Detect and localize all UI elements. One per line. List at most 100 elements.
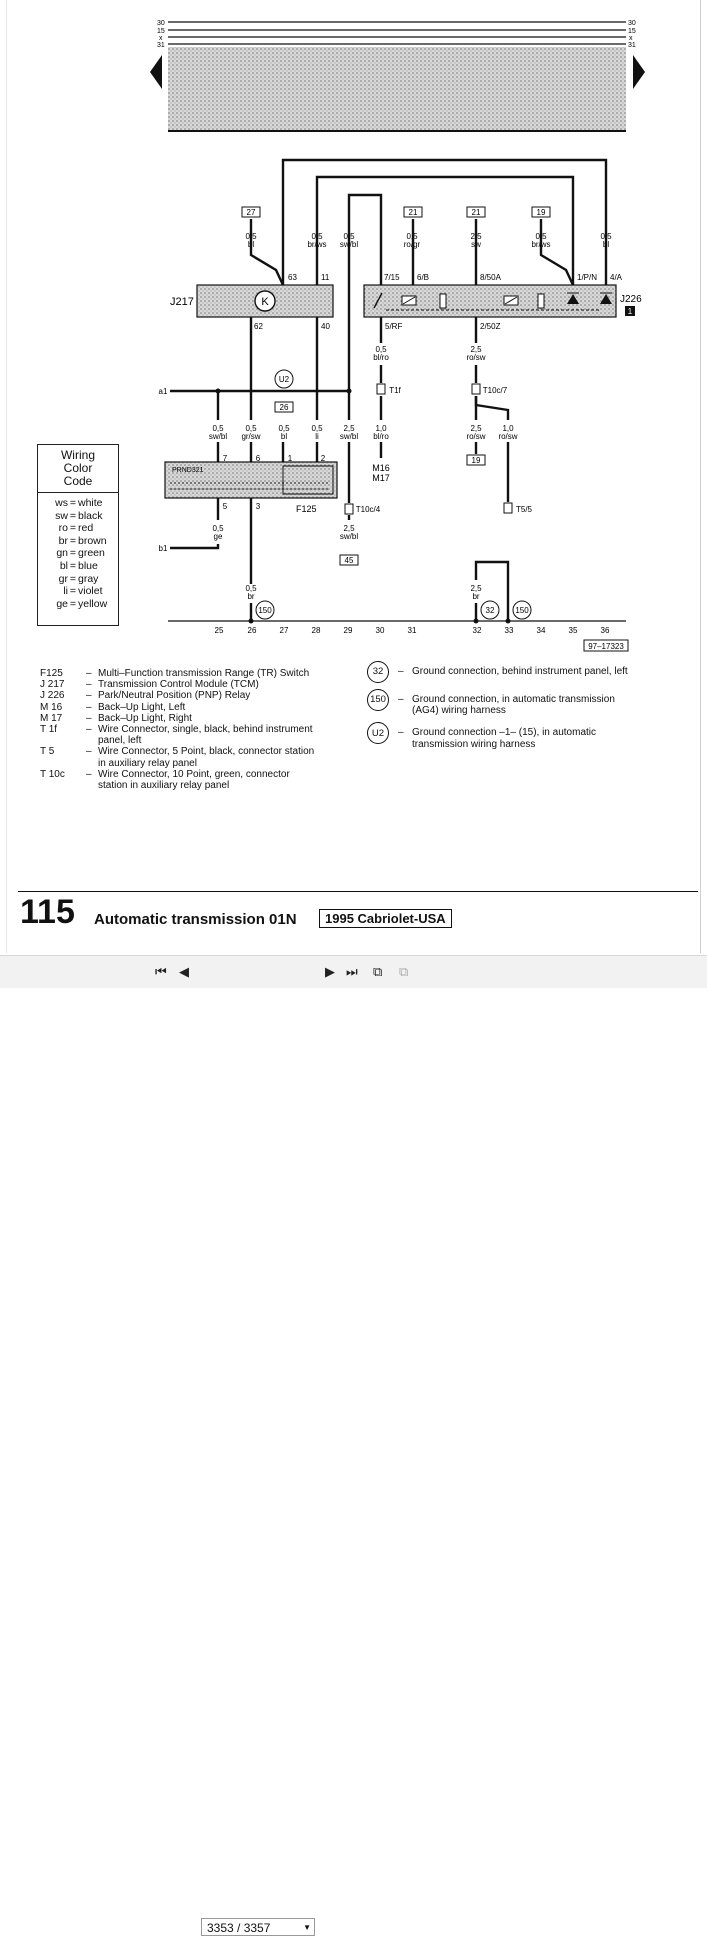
pin-6b: 6/B bbox=[417, 273, 429, 282]
pin-40: 40 bbox=[321, 322, 330, 331]
legend-row: ro=red bbox=[58, 522, 94, 535]
legend-row: br=brown bbox=[58, 534, 107, 547]
bus-label-15-right: 15 bbox=[628, 28, 636, 35]
viewer-toolbar: ⏮ ◀ 3353 / 3357 ▼ ▶ ⏭ ⧉ ⧉ bbox=[0, 955, 707, 1936]
next-page-arrow[interactable] bbox=[633, 55, 645, 89]
component-entry: J 226–Park/Neutral Position (PNP) Relay bbox=[40, 690, 251, 702]
next-page-icon[interactable]: ▶ bbox=[325, 964, 335, 979]
wire-color: ro/sw bbox=[498, 432, 517, 441]
scale-25: 25 bbox=[215, 626, 224, 635]
legend-row: gn=green bbox=[56, 547, 105, 560]
legend-title-line: Color bbox=[63, 461, 93, 475]
previous-page-icon[interactable]: ◀ bbox=[179, 964, 189, 979]
model-badge: 1995 Cabriolet-USA bbox=[319, 909, 452, 928]
wiring-color-legend: Wiring Color Code ws=white sw=black ro=r… bbox=[37, 444, 119, 626]
wire-box-27: 27 bbox=[247, 208, 256, 217]
wire-size: 0,5 bbox=[212, 524, 224, 533]
legend-list: ws=white sw=black ro=red br=brown gn=gre… bbox=[38, 493, 118, 610]
ground-150-symbol: 150 bbox=[258, 606, 272, 615]
bus-label-x-left: x bbox=[159, 35, 163, 42]
connector-t10c7: T10c/7 bbox=[483, 386, 508, 395]
ground-entry: U2–Ground connection –1– (15), in automa… bbox=[367, 722, 642, 750]
component-entry: F125–Multi–Function transmission Range (… bbox=[40, 668, 310, 679]
pin-62: 62 bbox=[254, 322, 263, 331]
wire-color: sw/bl bbox=[209, 432, 227, 441]
wire-box-19b: 19 bbox=[472, 456, 481, 465]
wire-size: 2,5 bbox=[470, 584, 482, 593]
component-entry: J 217–Transmission Control Module (TCM) bbox=[40, 679, 259, 691]
scale-28: 28 bbox=[312, 626, 321, 635]
component-entry: T 10c–Wire Connector, 10 Point, green, c… bbox=[40, 768, 290, 792]
chevron-down-icon[interactable]: ▼ bbox=[303, 1923, 311, 1932]
wire-color: li bbox=[315, 432, 319, 441]
wire-color: ge bbox=[214, 532, 223, 541]
legend-title-line: Code bbox=[63, 474, 93, 488]
ground-u2-symbol: U2 bbox=[279, 375, 290, 384]
tcm-symbol: K bbox=[261, 296, 269, 308]
page-frame bbox=[6, 0, 701, 953]
legend-row: ge=yellow bbox=[56, 597, 108, 610]
pin-5: 5 bbox=[223, 502, 228, 511]
bus-label-x-right: x bbox=[629, 35, 633, 42]
wire-size: 0,5 bbox=[375, 345, 387, 354]
wire-color: ro/sw bbox=[466, 353, 485, 362]
f125-label: F125 bbox=[296, 504, 317, 514]
j226-label: J226 bbox=[620, 294, 642, 305]
pin-7: 7 bbox=[223, 454, 228, 463]
j226-badge: 1 bbox=[628, 307, 633, 316]
legend-row: li=violet bbox=[63, 585, 103, 598]
pin-2-50z: 2/50Z bbox=[480, 322, 501, 331]
pin-11: 11 bbox=[321, 273, 330, 282]
scale-31: 31 bbox=[408, 626, 417, 635]
duplicate-icon[interactable]: ⧉ bbox=[399, 964, 409, 979]
wire-color: sw/bl bbox=[340, 432, 358, 441]
previous-page-arrow[interactable] bbox=[150, 55, 162, 89]
tr-switch-f125: PRND321 F125 bbox=[164, 461, 338, 514]
ground-entry: 150–Ground connection, in automatic tran… bbox=[367, 689, 642, 716]
legend-title-line: Wiring bbox=[60, 448, 95, 462]
last-page-icon[interactable]: ⏭ bbox=[346, 964, 358, 979]
wire-size: 0,5 bbox=[311, 232, 323, 241]
pin-3: 3 bbox=[256, 502, 261, 511]
bus-label-15-left: 15 bbox=[157, 28, 165, 35]
wire-size: 0,5 bbox=[343, 232, 355, 241]
wire-size: 2,5 bbox=[470, 424, 482, 433]
first-page-icon[interactable]: ⏮ bbox=[155, 964, 167, 979]
connector-t1f: T1f bbox=[389, 386, 401, 395]
wire-size: 0,5 bbox=[311, 424, 323, 433]
section-title: Automatic transmission 01N bbox=[94, 911, 297, 928]
bus-label-30-left: 30 bbox=[157, 20, 165, 27]
pin-7-15: 7/15 bbox=[384, 273, 400, 282]
pin-2: 2 bbox=[321, 454, 326, 463]
scale-30: 30 bbox=[376, 626, 385, 635]
wire-size: 0,5 bbox=[245, 424, 257, 433]
scale-29: 29 bbox=[344, 626, 353, 635]
ground-entry: 32–Ground connection, behind instrument … bbox=[367, 661, 642, 683]
legend-title: Wiring Color Code bbox=[38, 445, 118, 493]
wire-box-21a: 21 bbox=[409, 208, 418, 217]
ground-150b-symbol: 150 bbox=[515, 606, 529, 615]
component-entry: M 16–Back–Up Light, Left bbox=[40, 701, 186, 713]
pin-4a: 4/A bbox=[610, 273, 623, 282]
wire-size: 0,5 bbox=[245, 584, 257, 593]
wire-color: sw/bl bbox=[340, 532, 358, 541]
page-number-field[interactable]: 3353 / 3357 ▼ bbox=[201, 1918, 315, 1936]
pnp-relay-j226: J226 1 7/15 6/B 8/50A 1/P/N 4/A 5/RF 2/5… bbox=[363, 273, 642, 331]
legend-row: ws=white bbox=[55, 497, 103, 509]
wire-box-19a: 19 bbox=[537, 208, 546, 217]
ground-connection-list: 32–Ground connection, behind instrument … bbox=[367, 661, 642, 756]
page-number: 115 bbox=[20, 893, 75, 931]
ground-32-symbol: 32 bbox=[486, 606, 495, 615]
bus-label-30-right: 30 bbox=[628, 20, 636, 27]
wire-color: bl bbox=[281, 432, 287, 441]
copy-page-icon[interactable]: ⧉ bbox=[373, 964, 383, 979]
label-a1: a1 bbox=[159, 387, 168, 396]
scale-35: 35 bbox=[569, 626, 578, 635]
pin-63: 63 bbox=[288, 273, 297, 282]
lamp-m16: M16 bbox=[372, 463, 390, 473]
scale-27: 27 bbox=[280, 626, 289, 635]
wire-size: 2,5 bbox=[343, 424, 355, 433]
scale-36: 36 bbox=[601, 626, 610, 635]
scale-33: 33 bbox=[505, 626, 514, 635]
wire-size: 0,5 bbox=[278, 424, 290, 433]
